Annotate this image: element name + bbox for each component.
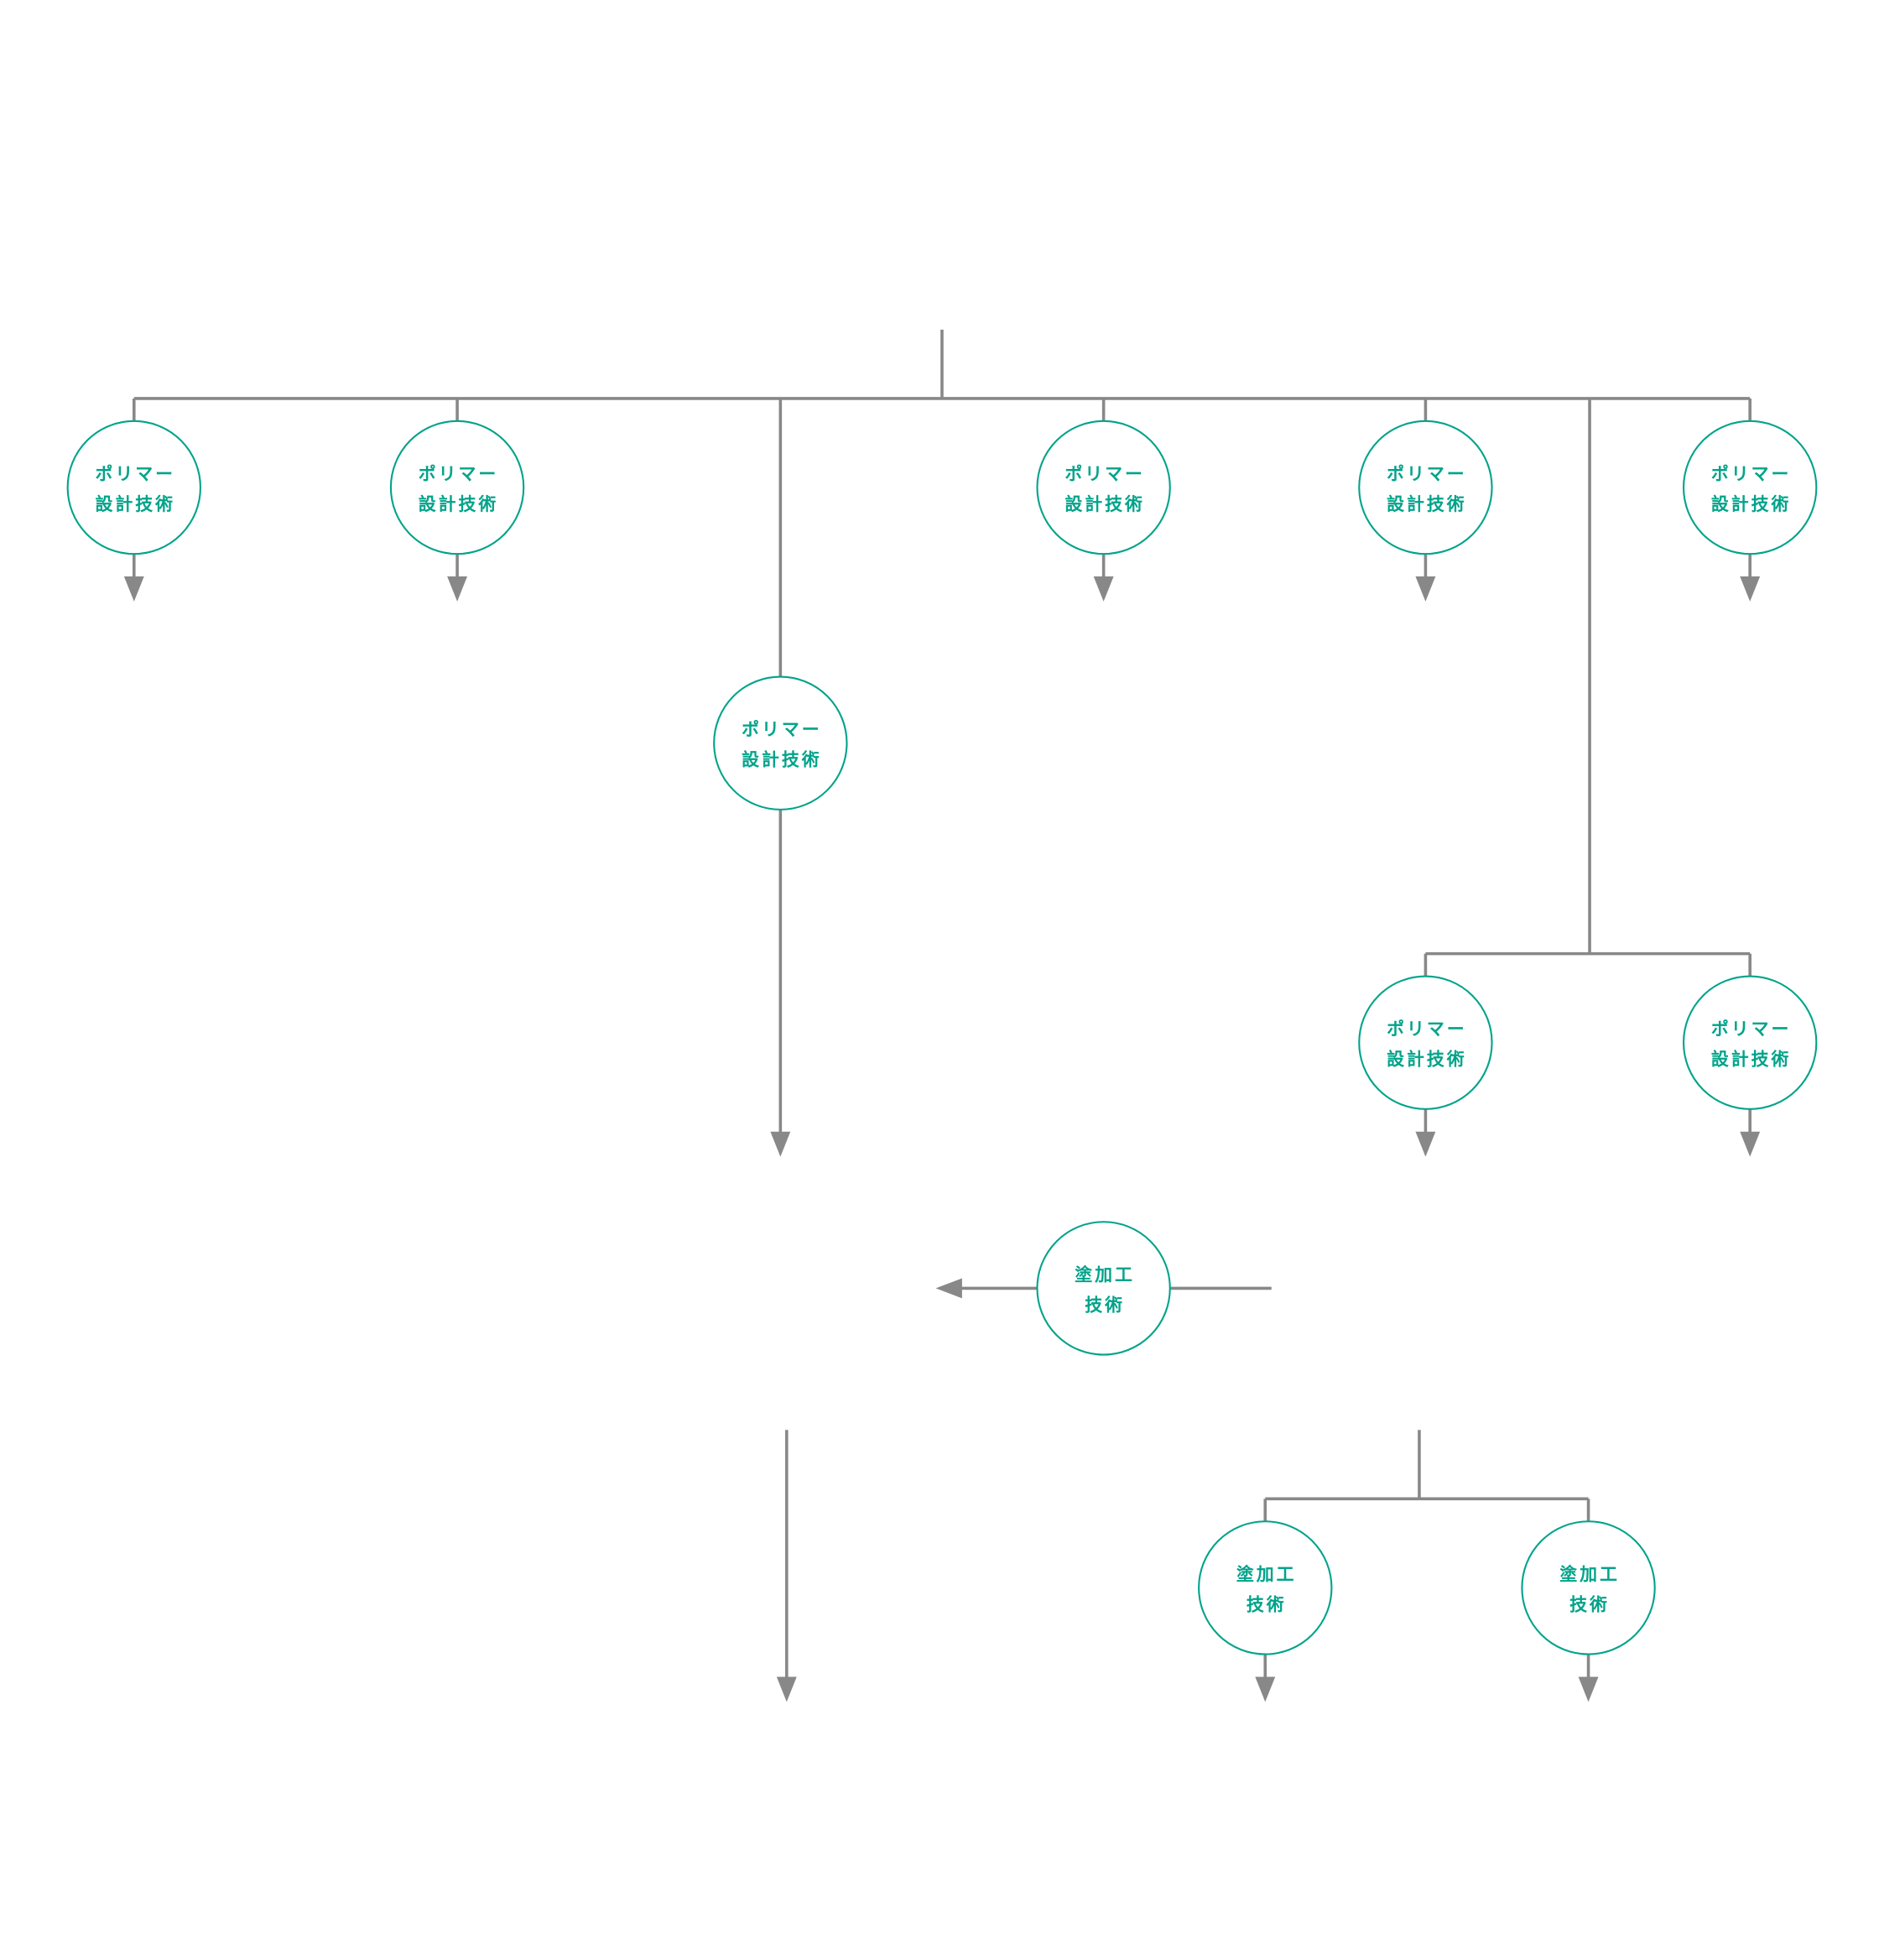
node-circle xyxy=(1198,1520,1333,1655)
arrow-down-icon xyxy=(1578,1676,1599,1702)
node-circle xyxy=(1682,420,1818,555)
node-label-line: 技術 xyxy=(1247,1594,1287,1614)
node-label-line: 技術 xyxy=(1085,1295,1125,1315)
arrow-down-icon xyxy=(123,576,144,602)
node-label-line: 設計技術 xyxy=(1387,494,1467,514)
node-label-line: 技術 xyxy=(1569,1594,1610,1614)
arrow-down-icon xyxy=(1415,1131,1436,1157)
node-circle xyxy=(389,420,525,555)
node-label-line: ポリマー xyxy=(1064,464,1145,484)
arrow-down-icon xyxy=(1415,576,1436,602)
node-label-line: 塗加工 xyxy=(1075,1264,1135,1285)
node-circle xyxy=(1358,975,1493,1110)
arrow-down-icon xyxy=(770,1131,791,1157)
arrow-down-icon xyxy=(1740,576,1761,602)
node-label-line: 塗加工 xyxy=(1236,1564,1297,1584)
node-label-line: 塗加工 xyxy=(1559,1564,1620,1584)
node-label-line: 設計技術 xyxy=(1064,494,1145,514)
node-circle xyxy=(1036,1221,1171,1356)
node-label-line: 設計技術 xyxy=(1711,1050,1792,1070)
node-label-line: ポリマー xyxy=(742,720,822,740)
nodes: ポリマー設計技術ポリマー設計技術ポリマー設計技術ポリマー設計技術ポリマー設計技術… xyxy=(66,420,1818,1655)
node-circle xyxy=(1358,420,1493,555)
arrow-down-icon xyxy=(447,576,468,602)
node-label-line: 設計技術 xyxy=(96,494,176,514)
arrow-down-icon xyxy=(1093,576,1114,602)
node-circle xyxy=(1036,420,1171,555)
node-circle xyxy=(1521,1520,1656,1655)
node-label-line: 設計技術 xyxy=(742,750,822,770)
node-label-line: 設計技術 xyxy=(1711,494,1792,514)
arrow-down-icon xyxy=(1255,1676,1276,1702)
arrow-down-icon xyxy=(1740,1131,1761,1157)
node-label-line: ポリマー xyxy=(1387,464,1467,484)
node-label-line: 設計技術 xyxy=(419,494,499,514)
node-label-line: ポリマー xyxy=(419,464,499,484)
connectors xyxy=(123,329,1761,1702)
node-label-line: 設計技術 xyxy=(1387,1050,1467,1070)
node-circle xyxy=(66,420,201,555)
node-label-line: ポリマー xyxy=(1711,464,1792,484)
node-label-line: ポリマー xyxy=(1387,1019,1467,1040)
node-label-line: ポリマー xyxy=(96,464,176,484)
node-label-line: ポリマー xyxy=(1711,1019,1792,1040)
node-circle xyxy=(713,675,848,811)
arrow-down-icon xyxy=(776,1676,797,1702)
node-circle xyxy=(1682,975,1818,1110)
arrow-left-icon xyxy=(935,1278,962,1299)
